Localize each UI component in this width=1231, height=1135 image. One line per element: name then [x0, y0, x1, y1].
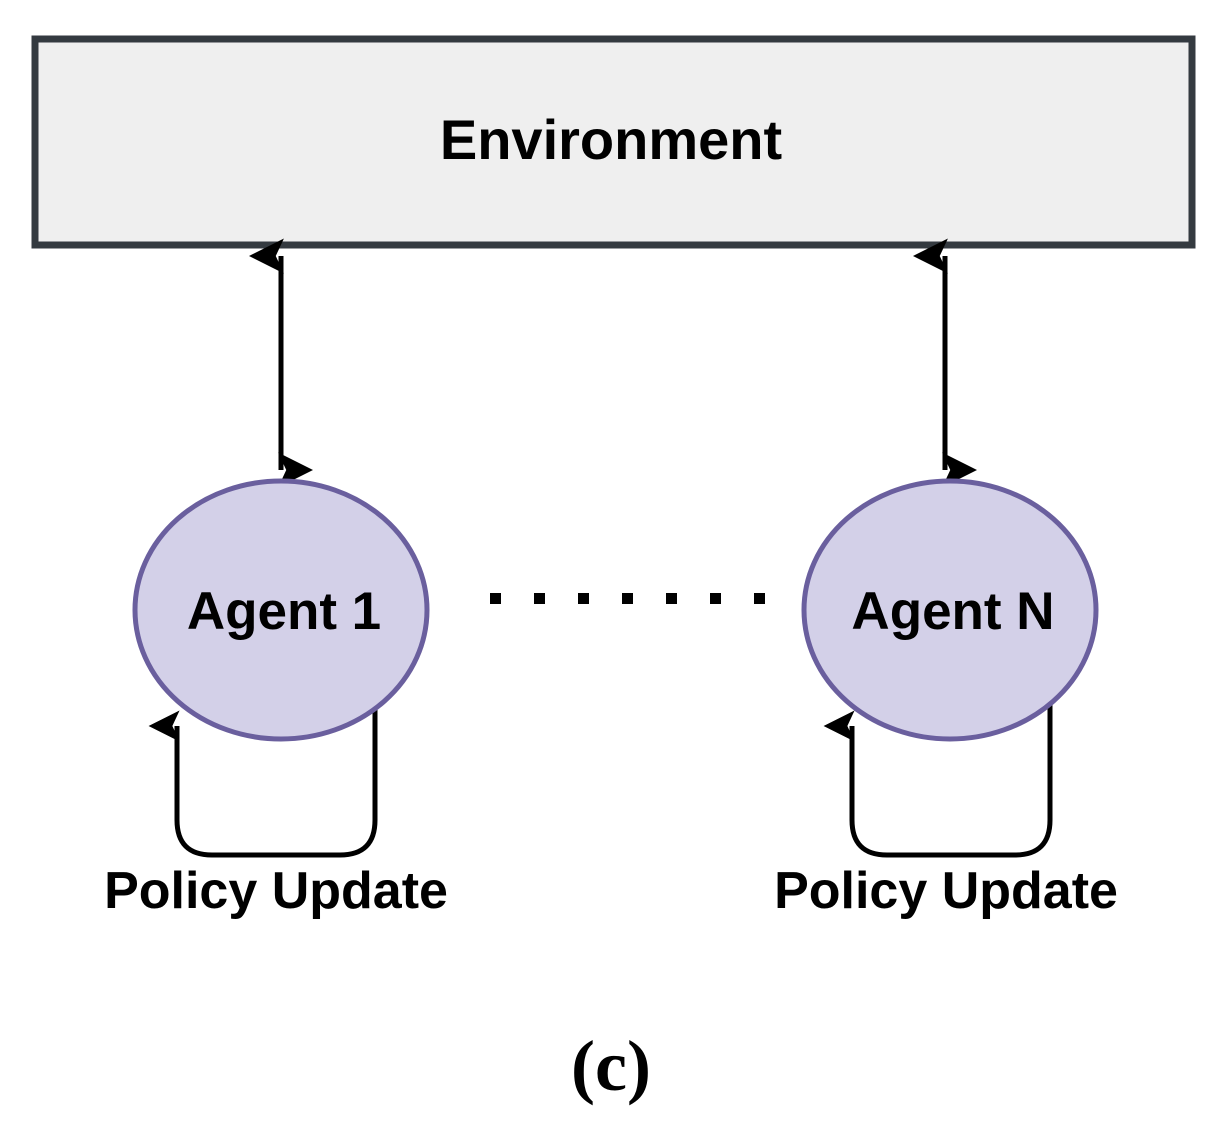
agentn-ellipse [801, 478, 1099, 742]
agents-ellipsis [490, 593, 765, 604]
figure-caption: (c) [571, 1026, 651, 1106]
ellipsis-dot [490, 593, 501, 604]
environment-box [31, 35, 1196, 249]
ellipsis-dot [666, 593, 677, 604]
agent1-label: Agent 1 [187, 582, 381, 641]
environment-node[interactable]: Environment [31, 35, 1196, 249]
agent1-ellipse [132, 478, 430, 742]
agentn-self-loop-arrow-icon [823, 700, 1053, 858]
agentn-policy-loop [823, 700, 1053, 858]
agent-node-agent-n[interactable]: Agent N [801, 478, 1099, 742]
agent1-self-loop-arrow-icon [148, 700, 378, 858]
ellipsis-dot [578, 593, 589, 604]
agent1-policy-loop [148, 700, 378, 858]
agent-node-agent-1[interactable]: Agent 1 [132, 478, 430, 742]
ellipsis-dot [754, 593, 765, 604]
agent1-policy-update-label: Policy Update [104, 862, 448, 920]
environment-label: Environment [440, 108, 782, 171]
ellipsis-dot [622, 593, 633, 604]
agentn-label: Agent N [851, 582, 1054, 641]
agentn-policy-update-label: Policy Update [774, 862, 1118, 920]
ellipsis-dot [710, 593, 721, 604]
ellipsis-dot [534, 593, 545, 604]
